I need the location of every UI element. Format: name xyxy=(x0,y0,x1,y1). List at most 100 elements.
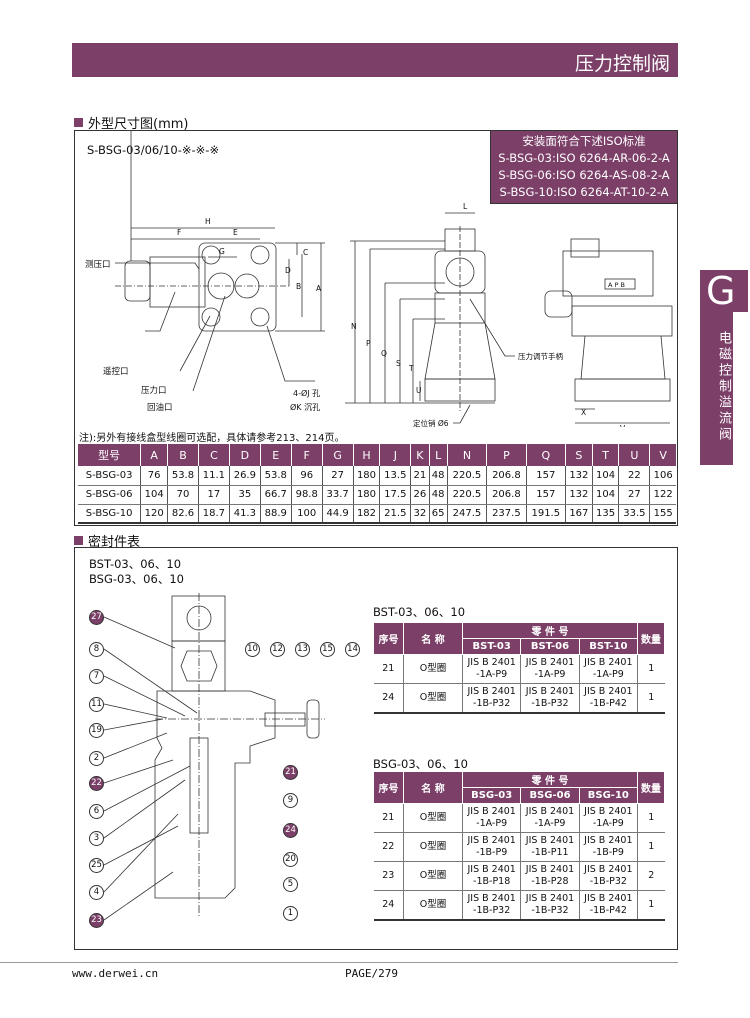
svg-text:D: D xyxy=(285,266,291,275)
svg-text:S: S xyxy=(396,359,401,368)
iso-line: S-BSG-06:ISO 6264-AS-08-2-A xyxy=(498,168,670,182)
section-dimensions-title: 外型尺寸图(mm) xyxy=(74,113,188,132)
column-header: C xyxy=(197,444,230,466)
iso-title: 安装面符合下述ISO标准 xyxy=(522,134,646,148)
header-row: 序号名 称零 件 号数量 xyxy=(373,771,665,804)
table-cell: 132 xyxy=(565,466,593,486)
part-cell: JIS B 2401 -1B-P42 xyxy=(578,683,638,714)
table-cell: 155 xyxy=(649,504,676,524)
side-view-labels: NPQ STU L 压力调节手柄 定位销 Ø6 xyxy=(351,202,563,427)
name-cell: O型圈 xyxy=(403,654,463,684)
callout-22: 22 xyxy=(89,776,104,791)
callout-7: 7 xyxy=(89,669,104,684)
leader-line xyxy=(103,703,168,719)
table-cell: 98.8 xyxy=(290,485,323,505)
column-header: 零 件 号 xyxy=(462,622,638,639)
column-header: U xyxy=(618,444,650,466)
table-cell: 180 xyxy=(352,466,380,486)
seq-cell: 21 xyxy=(373,803,404,833)
side-tab[interactable]: G 电磁控制溢流阀 xyxy=(700,270,748,465)
table-cell: 120 xyxy=(140,504,168,524)
name-cell: O型圈 xyxy=(403,832,463,862)
column-header: Q xyxy=(525,444,566,466)
column-header: BST-10 xyxy=(578,638,639,655)
column-header: L xyxy=(428,444,448,466)
qty-cell: 1 xyxy=(637,803,665,833)
model-cell: S-BSG-03 xyxy=(78,466,141,486)
part-cell: JIS B 2401 -1B-P42 xyxy=(578,890,638,921)
model-cell: S-BSG-06 xyxy=(78,485,141,505)
table-cell: 32 xyxy=(410,504,430,524)
table-cell: 13.5 xyxy=(379,466,411,486)
callout-2: 2 xyxy=(89,751,104,766)
table-cell: 157 xyxy=(525,466,566,486)
side-view-drawing xyxy=(345,212,515,424)
side-tab-letter: G xyxy=(700,270,748,312)
svg-text:B: B xyxy=(296,282,301,291)
callout-8: 8 xyxy=(89,642,104,657)
svg-text:T: T xyxy=(408,364,414,373)
callout-19: 19 xyxy=(89,723,104,738)
part-cell: JIS B 2401 -1A-P9 xyxy=(578,654,638,684)
front-view-drawing xyxy=(544,238,673,424)
seq-cell: 23 xyxy=(373,861,404,891)
table-cell: 96 xyxy=(290,466,323,486)
qty-cell: 1 xyxy=(637,654,665,684)
table-cell: 88.9 xyxy=(259,504,292,524)
column-header: S xyxy=(565,444,593,466)
leader-line xyxy=(103,732,168,759)
leader-line xyxy=(103,718,164,731)
callout-6: 6 xyxy=(89,804,104,819)
column-header: J xyxy=(379,444,411,466)
table-cell: 104 xyxy=(591,466,619,486)
table-cell: 33.5 xyxy=(618,504,650,524)
svg-text:ØK 沉孔: ØK 沉孔 xyxy=(290,402,320,412)
model-cell: S-BSG-10 xyxy=(78,504,141,524)
part-cell: JIS B 2401 -1B-P11 xyxy=(520,832,580,862)
table-cell: 135 xyxy=(591,504,619,524)
table-cell: 53.8 xyxy=(167,466,199,486)
table-cell: 48 xyxy=(428,485,448,505)
svg-text:V: V xyxy=(620,424,626,427)
svg-text:H: H xyxy=(205,217,211,226)
svg-text:回油口: 回油口 xyxy=(147,402,173,413)
callout-24: 24 xyxy=(283,823,298,838)
table-cell: 22 xyxy=(618,466,650,486)
callout-27: 27 xyxy=(89,610,104,625)
callout-12: 12 xyxy=(270,642,285,657)
callout-10: 10 xyxy=(245,642,260,657)
column-header: 名 称 xyxy=(403,622,463,655)
column-header: BSG-03 xyxy=(461,787,522,804)
table-cell: 220.5 xyxy=(446,485,487,505)
footer-url[interactable]: www.derwei.cn xyxy=(72,967,159,980)
header-row: 序号名 称零 件 号数量 xyxy=(373,622,665,655)
port-plate-label: A P B xyxy=(608,281,625,289)
leader-line xyxy=(103,616,176,649)
svg-text:L: L xyxy=(463,202,468,211)
table-cell: 206.8 xyxy=(486,485,527,505)
column-header: 序号 xyxy=(373,622,404,655)
leader-line xyxy=(103,825,179,866)
column-header: 数量 xyxy=(637,771,665,804)
name-cell: O型圈 xyxy=(403,890,463,921)
table-cell: 48 xyxy=(428,466,448,486)
iso-line: S-BSG-03:ISO 6264-AR-06-2-A xyxy=(498,151,670,165)
page-header: 压力控制阀 xyxy=(72,43,678,77)
svg-text:N: N xyxy=(351,322,357,331)
callout-23: 23 xyxy=(89,913,104,928)
table-cell: 237.5 xyxy=(486,504,527,524)
column-header: G xyxy=(321,444,354,466)
column-header: 序号 xyxy=(373,771,404,804)
seq-cell: 21 xyxy=(373,654,404,684)
svg-text:遥控口: 遥控口 xyxy=(103,366,129,377)
part-cell: JIS B 2401 -1B-P9 xyxy=(578,832,638,862)
leader-line xyxy=(103,779,186,839)
